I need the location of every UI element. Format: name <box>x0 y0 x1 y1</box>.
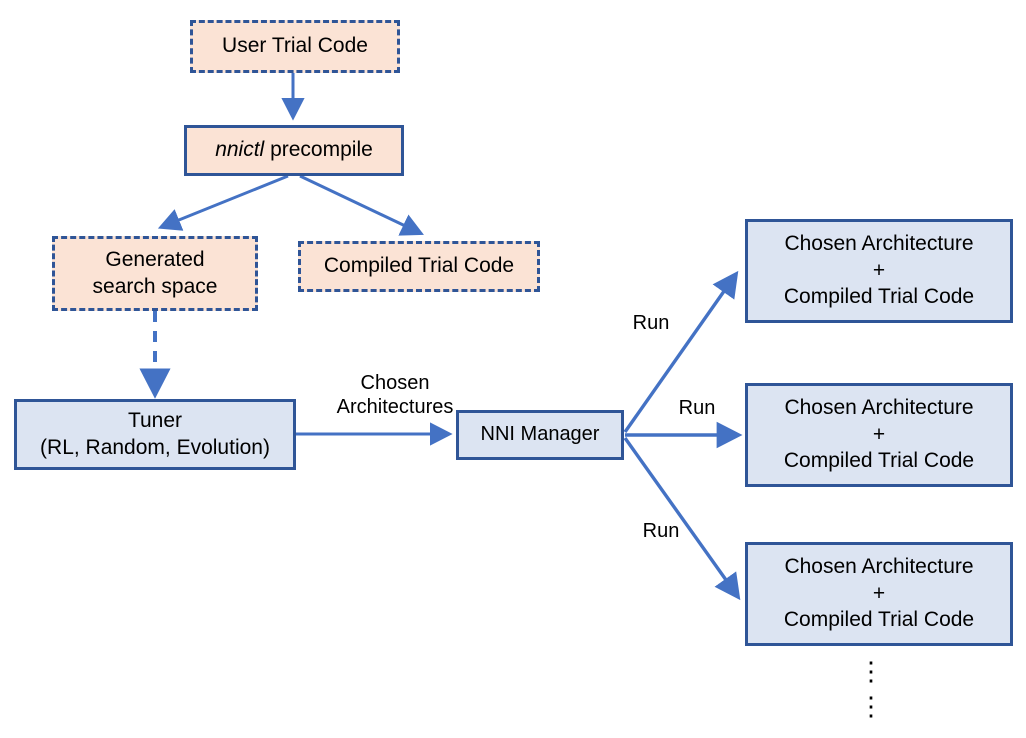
trial-3-line-3: Compiled Trial Code <box>783 608 975 632</box>
edge-nnictl-to-compiled-trial-code <box>299 174 424 236</box>
trial-1-line-1: Chosen Architecture <box>784 231 974 255</box>
edge-label-run-bottom: Run <box>642 520 680 542</box>
edge-label-run-middle: Run <box>678 397 716 419</box>
tuner-line-1: Tuner <box>127 408 183 432</box>
node-compiled-trial-code[interactable]: Compiled Trial Code <box>298 241 540 292</box>
edge-nnictl-to-search-space <box>157 174 289 231</box>
node-tuner[interactable]: Tuner (RL, Random, Evolution) <box>14 399 296 470</box>
edge-label-chosen-architectures: Chosen Architectures <box>336 372 454 419</box>
node-trial-2[interactable]: Chosen Architecture + Compiled Trial Cod… <box>745 383 1013 487</box>
ellipsis-group-2: ⋮ <box>858 691 884 721</box>
generated-search-space-line-2: search space <box>92 274 218 298</box>
generated-search-space-line-1: Generated <box>105 247 205 271</box>
tuner-line-2: (RL, Random, Evolution) <box>40 435 270 459</box>
edge-nni-manager-to-trial-1 <box>623 270 739 433</box>
node-generated-search-space[interactable]: Generated search space <box>52 236 258 311</box>
node-nni-manager[interactable]: NNI Manager <box>456 410 624 460</box>
node-compiled-trial-code-label: Compiled Trial Code <box>323 254 515 278</box>
node-user-trial-code-label: User Trial Code <box>222 34 368 58</box>
trial-2-line-3: Compiled Trial Code <box>783 449 975 473</box>
nnictl-italic-text: nnictl <box>215 138 265 162</box>
node-nnictl-precompile-label: nnictl precompile <box>187 137 401 164</box>
edge-nni-manager-to-trial-3 <box>623 437 741 601</box>
trial-3-line-1: Chosen Architecture <box>784 554 974 578</box>
trial-3-line-2: + <box>872 581 886 605</box>
node-trial-1[interactable]: Chosen Architecture + Compiled Trial Cod… <box>745 219 1013 323</box>
node-nnictl-precompile[interactable]: nnictl precompile <box>184 125 404 176</box>
node-user-trial-code[interactable]: User Trial Code <box>190 20 400 73</box>
trial-1-line-2: + <box>872 258 886 282</box>
node-nni-manager-label: NNI Manager <box>480 423 600 446</box>
node-trial-3[interactable]: Chosen Architecture + Compiled Trial Cod… <box>745 542 1013 646</box>
ellipsis-group-1: ⋮ <box>858 656 884 686</box>
nnictl-rest-text: precompile <box>264 138 373 162</box>
trial-2-line-2: + <box>872 422 886 446</box>
edge-label-run-top: Run <box>632 312 670 334</box>
trial-1-line-3: Compiled Trial Code <box>783 285 975 309</box>
trial-2-line-1: Chosen Architecture <box>784 395 974 419</box>
